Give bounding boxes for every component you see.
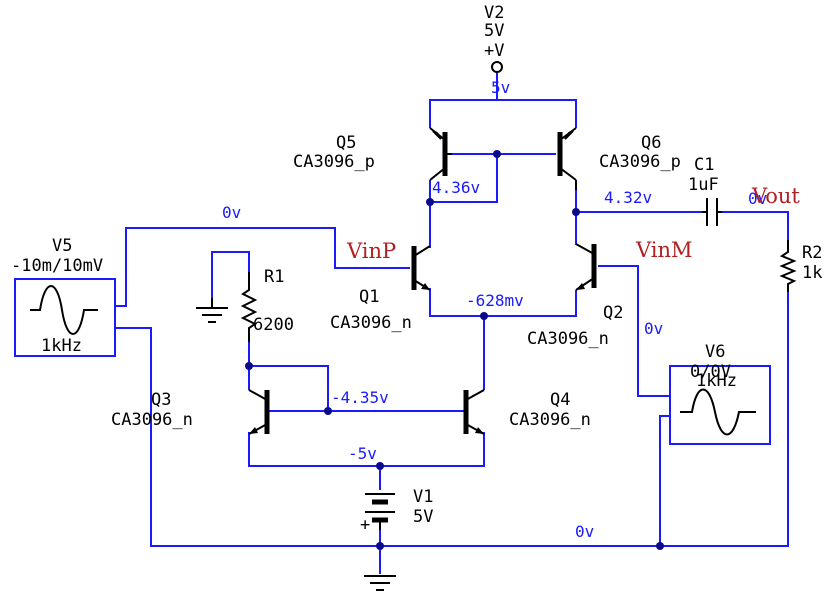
q1-model: CA3096_n [330, 313, 412, 333]
wire-r2-to-ground[interactable] [380, 292, 789, 547]
wire-v5-ground[interactable] [115, 327, 380, 547]
v6-name: V6 [705, 342, 725, 362]
capacitor-c1[interactable] [702, 198, 722, 226]
transistor-q1[interactable] [411, 245, 431, 291]
terminal-icon [491, 61, 503, 73]
battery-v1[interactable] [365, 493, 395, 530]
net-label-bias: -4.35v [331, 388, 389, 407]
q3-name: Q3 [151, 390, 171, 410]
c1-value: 1uF [688, 175, 719, 195]
source-v5[interactable] [14, 278, 116, 357]
transistor-q6[interactable] [557, 127, 577, 190]
transistor-q2[interactable] [575, 243, 597, 291]
q6-name: Q6 [641, 133, 661, 153]
v2-name: V2 [484, 3, 504, 23]
transistor-q3[interactable] [248, 389, 270, 435]
q3-model: CA3096_n [111, 410, 193, 430]
q4-model: CA3096_n [509, 410, 591, 430]
junction-dot [480, 312, 488, 320]
signal-labels: VinP VinM Vout [346, 184, 800, 263]
signal-label-vinm: VinM [635, 238, 693, 262]
ground-icon [364, 575, 396, 591]
net-label-vout-node: 0v [748, 189, 767, 208]
v5-freq: 1kHz [41, 336, 82, 356]
resistor-r1[interactable] [240, 272, 258, 342]
transistor-q4[interactable] [463, 389, 485, 435]
wire-c1-to-r2[interactable] [722, 211, 789, 240]
net-label-neg-rail: -5v [348, 444, 377, 463]
junction-dot [426, 198, 434, 206]
net-label-top-rail: 5v [491, 78, 510, 97]
v1-value: 5V [413, 507, 433, 527]
junction-dot [493, 150, 501, 158]
sine-wave-icon [30, 285, 98, 335]
v2-value: 5V [484, 21, 504, 41]
c1-name: C1 [694, 155, 714, 175]
net-label-ground-bottom: 0v [575, 522, 594, 541]
v5-value: -10m/10mV [11, 256, 103, 276]
wire-v6-ground[interactable] [659, 415, 670, 546]
wire-q5-diode[interactable] [430, 154, 498, 203]
net-label-vinp-wire: 0v [222, 203, 241, 222]
r2-name: R2 [802, 243, 822, 263]
wire-vinp[interactable] [115, 227, 410, 307]
junctions [245, 150, 664, 550]
v1-name: V1 [413, 487, 433, 507]
junction-dot [324, 407, 332, 415]
transistor-q5[interactable] [429, 127, 452, 181]
signal-label-vout: Vout [751, 184, 800, 208]
wire-top-rail[interactable] [429, 99, 577, 128]
wire-r1-top[interactable] [211, 251, 250, 298]
q5-name: Q5 [336, 133, 356, 153]
r2-value: 1k [802, 263, 822, 283]
q6-model: CA3096_p [599, 152, 681, 172]
wire-neg-rail[interactable] [248, 432, 485, 467]
net-label-vinm-wire: 0v [644, 319, 663, 338]
q2-model: CA3096_n [527, 329, 609, 349]
r1-name: R1 [264, 267, 284, 287]
r1-value: 6200 [253, 315, 294, 335]
net-labels: 5v 4.36v 4.32v 0v -628mv -4.35v -5v 0v 0… [222, 78, 767, 541]
q4-name: Q4 [550, 390, 570, 410]
q5-model: CA3096_p [293, 152, 375, 172]
v2-terminal-label: +V [484, 41, 504, 61]
source-v6[interactable] [669, 365, 771, 445]
wire-vinm[interactable] [598, 265, 670, 397]
junction-dot [376, 542, 384, 550]
q2-name: Q2 [603, 303, 623, 323]
signal-label-vinp: VinP [346, 239, 396, 263]
junction-dot [245, 362, 253, 370]
sine-wave-icon [680, 388, 756, 436]
wire-q3-diode[interactable] [249, 365, 329, 411]
v6-value: 0/0V [690, 362, 731, 382]
net-label-q5-node: 4.36v [432, 178, 480, 197]
junction-dot [376, 462, 384, 470]
v6-freq: 1kHz [696, 371, 737, 391]
v1-plus: + [360, 515, 370, 535]
ground-icon [196, 298, 228, 323]
q1-name: Q1 [359, 287, 379, 307]
wires [115, 72, 789, 574]
net-label-tail: -628mv [466, 291, 524, 310]
junction-dot [656, 542, 664, 550]
junction-dot [572, 208, 580, 216]
net-label-q6-node: 4.32v [604, 188, 652, 207]
v5-name: V5 [52, 236, 72, 256]
resistor-r2[interactable] [779, 240, 797, 292]
component-labels: V2 5V +V Q5 CA3096_p Q6 CA3096_p C1 1uF … [11, 3, 822, 535]
v2-terminal[interactable] [491, 61, 503, 73]
wire-tail[interactable] [429, 288, 577, 317]
